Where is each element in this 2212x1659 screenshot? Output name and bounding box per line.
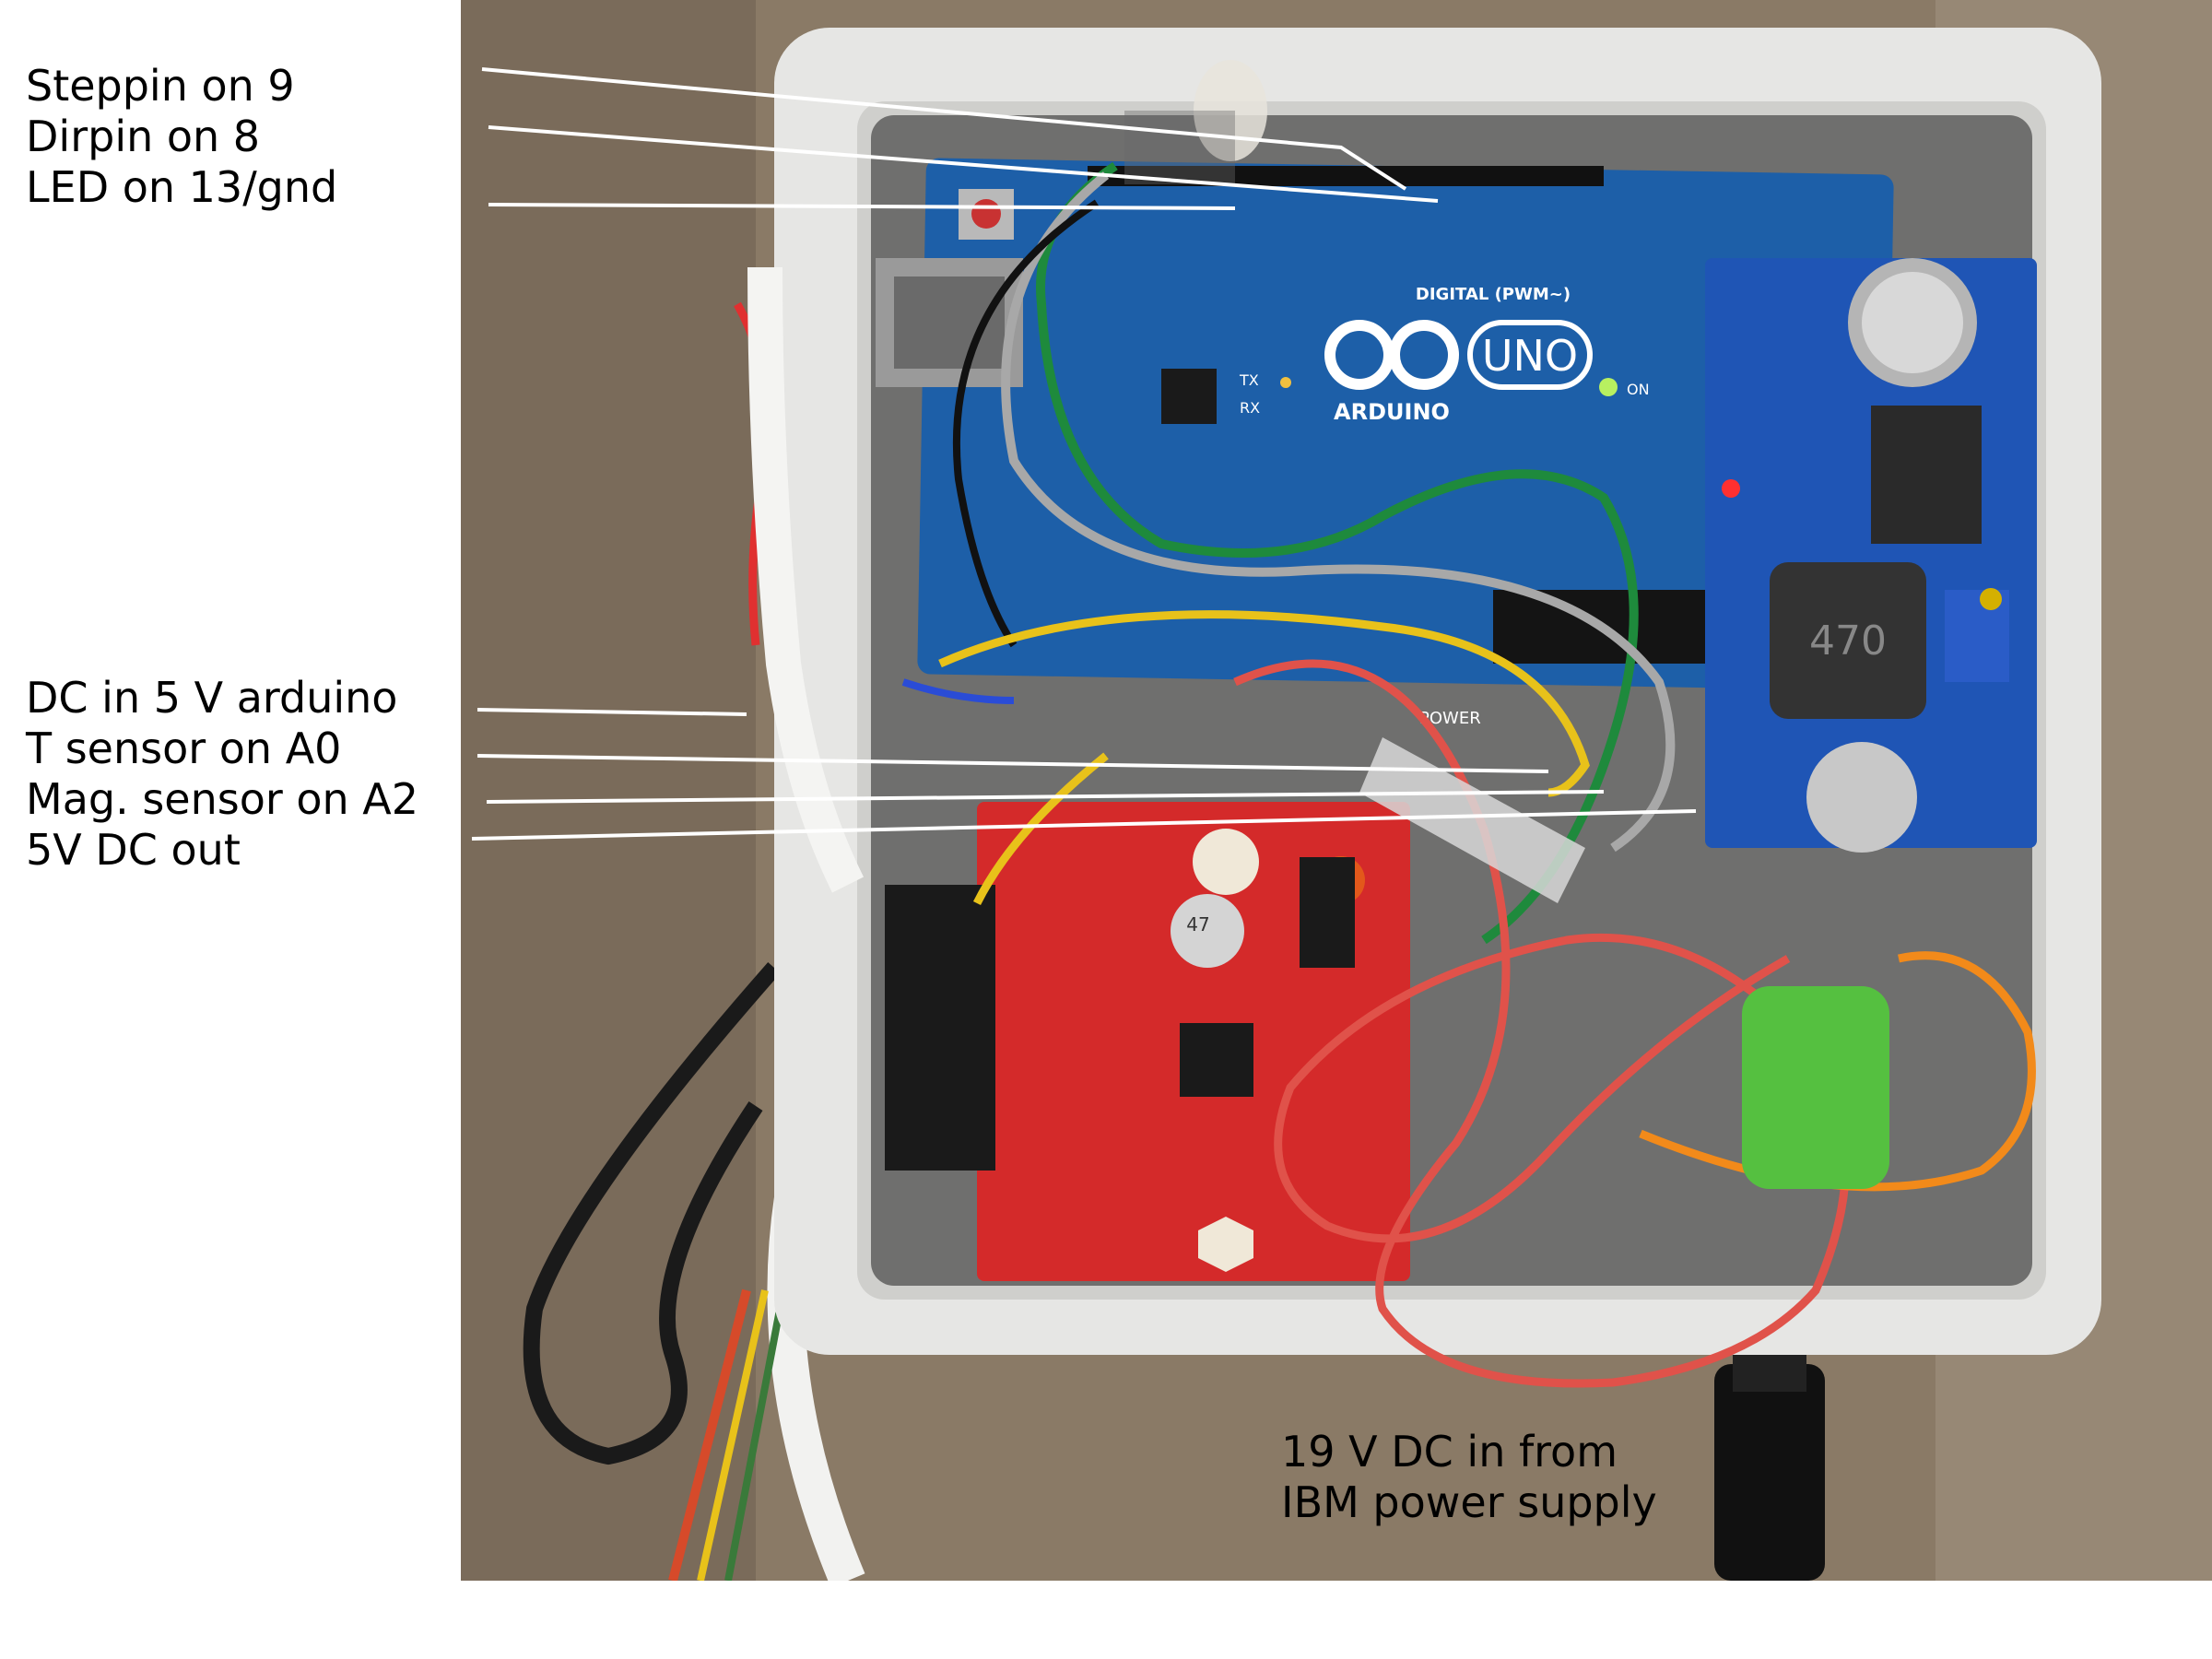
uno-label: UNO <box>1482 331 1578 381</box>
stepper-driver-board: 47 <box>885 802 1410 1281</box>
arduino-logo <box>1324 320 1459 390</box>
green-component <box>1742 986 1889 1189</box>
label-steppin: Steppin on 9 <box>26 61 295 111</box>
middle-annotations: DC in 5 V arduino T sensor on A0 Mag. se… <box>26 673 418 876</box>
label-dirpin: Dirpin on 8 <box>26 112 261 161</box>
label-19v-line2: IBM power supply <box>1281 1477 1657 1527</box>
dc-jack <box>1714 1364 1825 1581</box>
buck-converter-board: 470 <box>1705 258 2037 853</box>
label-19v-line1: 19 V DC in from <box>1281 1427 1618 1477</box>
grey-wire <box>1001 171 1676 853</box>
capacitor-label: 47 <box>1186 913 1209 935</box>
blue-wire <box>901 678 1015 704</box>
arduino-label: ARDUINO <box>1334 399 1450 425</box>
tx-label: TX <box>1239 371 1259 389</box>
rx-label: RX <box>1240 399 1260 417</box>
capacitor <box>1171 894 1244 968</box>
digital-label: DIGITAL (PWM~) <box>1416 285 1571 304</box>
label-led: LED on 13/gnd <box>26 162 338 212</box>
label-5v-out: 5V DC out <box>26 825 241 875</box>
on-label: ON <box>1627 381 1650 398</box>
power-label: POWER <box>1419 709 1481 728</box>
black-cable-loop <box>523 962 781 1465</box>
green-wire <box>1036 161 1639 945</box>
black-wire <box>952 199 1100 648</box>
top-annotations: Steppin on 9 Dirpin on 8 LED on 13/gnd <box>26 61 337 213</box>
enclosure-photo: UNO ARDUINO DIGITAL (PWM~) TX RX ON POWE… <box>461 0 2212 1581</box>
inductor <box>1770 562 1926 719</box>
label-dc-in: DC in 5 V arduino <box>26 673 398 723</box>
on-led <box>1599 378 1618 396</box>
bottom-annotation: 19 V DC in from IBM power supply <box>1281 1427 1657 1528</box>
label-mag-sensor: Mag. sensor on A2 <box>26 774 419 824</box>
label-t-sensor: T sensor on A0 <box>26 724 342 773</box>
inductor-label: 470 <box>1809 618 1887 665</box>
